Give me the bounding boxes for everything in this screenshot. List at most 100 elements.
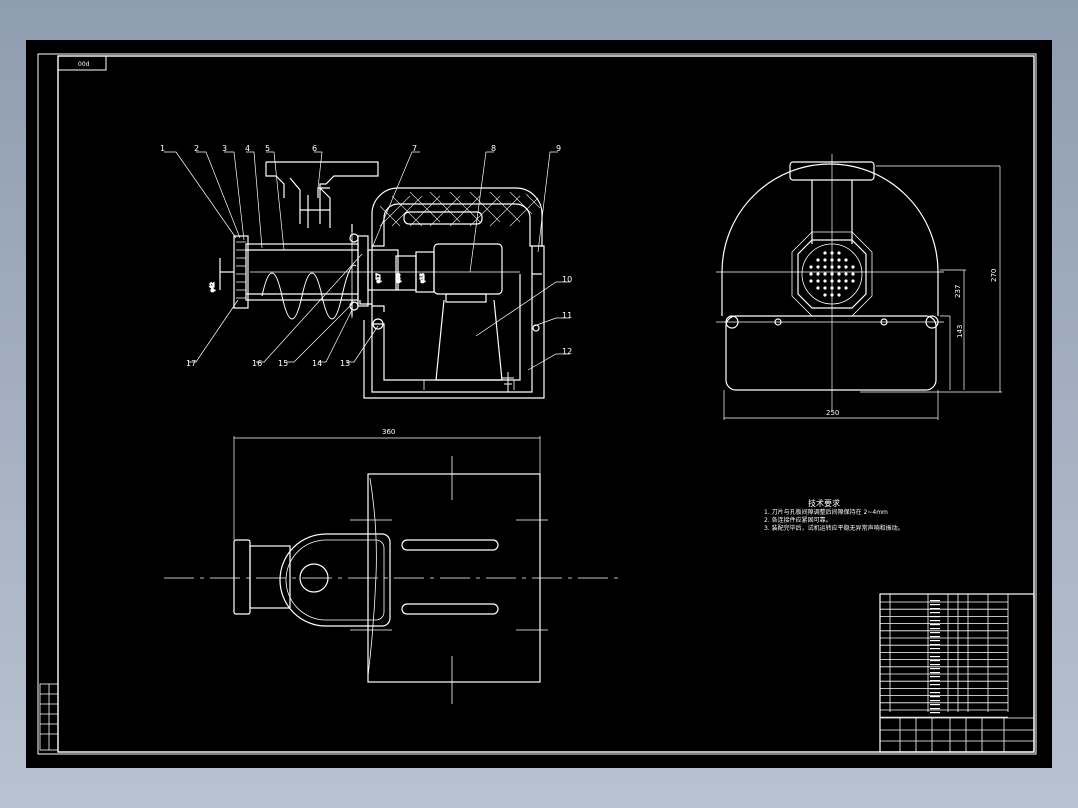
sheet-inner-border bbox=[57, 55, 1035, 753]
svg-text:φ30: φ30 bbox=[396, 273, 402, 283]
table-text-mark bbox=[930, 680, 940, 682]
vent-slot bbox=[403, 211, 483, 225]
svg-text:φ17: φ17 bbox=[376, 273, 382, 283]
dim-base-width: 250 bbox=[826, 409, 839, 417]
table-text-mark bbox=[930, 600, 940, 602]
perforation-hole bbox=[851, 279, 855, 283]
table-text-mark bbox=[930, 672, 940, 674]
svg-text:φ15: φ15 bbox=[420, 273, 426, 283]
perforation-hole bbox=[830, 286, 834, 290]
perforation-hole bbox=[823, 286, 827, 290]
perforation-hole bbox=[823, 279, 827, 283]
balloon-10: 10 bbox=[562, 275, 572, 284]
hopper-top bbox=[279, 533, 391, 627]
perforation-hole bbox=[809, 272, 813, 276]
table-text-mark bbox=[930, 608, 940, 610]
perforation-hole bbox=[823, 251, 827, 255]
perforation-hole bbox=[844, 272, 848, 276]
perforation-hole bbox=[816, 258, 820, 262]
perforation-hole bbox=[830, 293, 834, 297]
perforation-hole bbox=[823, 293, 827, 297]
table-text-mark bbox=[930, 648, 940, 650]
perforation-hole bbox=[816, 286, 820, 290]
auger-spiral bbox=[261, 264, 357, 320]
perforation-hole bbox=[837, 293, 841, 297]
table-text-mark bbox=[930, 712, 940, 714]
perforation-hole bbox=[809, 279, 813, 283]
housing bbox=[359, 246, 542, 393]
perforation-hole bbox=[844, 279, 848, 283]
table-text-mark bbox=[930, 708, 940, 710]
sheet-outer-border bbox=[37, 53, 1037, 755]
perforation-hole bbox=[837, 258, 841, 262]
perforation-hole bbox=[816, 279, 820, 283]
coupling bbox=[367, 249, 399, 291]
top-view bbox=[164, 436, 620, 704]
octagon-plate bbox=[797, 239, 867, 309]
perforation-hole bbox=[851, 272, 855, 276]
balloon-14: 14 bbox=[312, 359, 322, 368]
dim-height-2: 237 bbox=[954, 285, 962, 298]
table-text-mark bbox=[930, 692, 940, 694]
dim-height-3: 143 bbox=[956, 325, 964, 338]
table-text-mark bbox=[930, 704, 940, 706]
dim-overall-length: 360 bbox=[382, 428, 395, 436]
tech-note-2: 2. 各连接件应紧固可靠。 bbox=[764, 516, 832, 524]
perforations bbox=[809, 251, 855, 297]
balloon-7: 7 bbox=[412, 144, 417, 153]
perforation-hole bbox=[837, 279, 841, 283]
perforation-hole bbox=[830, 279, 834, 283]
perforation-hole bbox=[830, 272, 834, 276]
balloon-1: 1 bbox=[160, 144, 165, 153]
motor-base bbox=[435, 299, 503, 381]
housing-arc bbox=[721, 163, 939, 273]
table-text-mark bbox=[930, 696, 940, 698]
table-text-mark bbox=[930, 616, 940, 618]
front-view bbox=[716, 154, 944, 410]
sheet bbox=[26, 40, 1052, 768]
balloon-17: 17 bbox=[186, 359, 196, 368]
table-text-mark bbox=[930, 688, 940, 690]
perforation-hole bbox=[809, 265, 813, 269]
balloon-3: 3 bbox=[222, 144, 227, 153]
table-text-mark bbox=[930, 636, 940, 638]
base-front bbox=[725, 315, 937, 391]
table-text-mark bbox=[930, 676, 940, 678]
perforation-hole bbox=[816, 272, 820, 276]
perforation-hole bbox=[830, 265, 834, 269]
table-text-mark bbox=[930, 660, 940, 662]
table-text-mark bbox=[930, 624, 940, 626]
drawing-canvas: 00d φ42 bbox=[26, 40, 1052, 768]
perforation-hole bbox=[823, 265, 827, 269]
balloon-5: 5 bbox=[265, 144, 270, 153]
corner-tag-text: 00d bbox=[78, 61, 90, 68]
perforation-hole bbox=[837, 251, 841, 255]
side-section-view: φ42 φ17 φ30 φ15 bbox=[209, 161, 545, 399]
tech-title: 技术要求 bbox=[808, 498, 840, 508]
table-text-mark bbox=[930, 668, 940, 670]
hopper bbox=[265, 161, 379, 224]
balloon-8: 8 bbox=[491, 144, 496, 153]
perforation-hole bbox=[837, 286, 841, 290]
parts-list bbox=[879, 593, 1035, 753]
table-text-mark bbox=[930, 652, 940, 654]
perforation-hole bbox=[837, 265, 841, 269]
balloon-labels: 1 2 3 4 5 6 7 8 9 10 11 12 13 14 15 16 1… bbox=[160, 144, 572, 368]
balloon-11: 11 bbox=[562, 311, 572, 320]
motor-cover bbox=[371, 187, 543, 247]
perforation-hole bbox=[830, 258, 834, 262]
perforation-hole bbox=[837, 272, 841, 276]
balloon-leaders bbox=[164, 151, 570, 371]
perforation-hole bbox=[844, 265, 848, 269]
table-text-mark bbox=[930, 628, 940, 630]
table-text-mark bbox=[930, 604, 940, 606]
perforation-hole bbox=[844, 286, 848, 290]
perforation-hole bbox=[851, 265, 855, 269]
table-text-mark bbox=[930, 684, 940, 686]
tech-note-3: 3. 装配完毕后，试机运转应平稳无异常声响和振动。 bbox=[764, 524, 904, 532]
balloon-15: 15 bbox=[278, 359, 288, 368]
balloon-16: 16 bbox=[252, 359, 262, 368]
tech-note-1: 1. 刀片与孔板间隙调整后间隙保持在 2~4mm bbox=[764, 508, 888, 516]
balloon-12: 12 bbox=[562, 347, 572, 356]
table-text-mark bbox=[930, 656, 940, 658]
